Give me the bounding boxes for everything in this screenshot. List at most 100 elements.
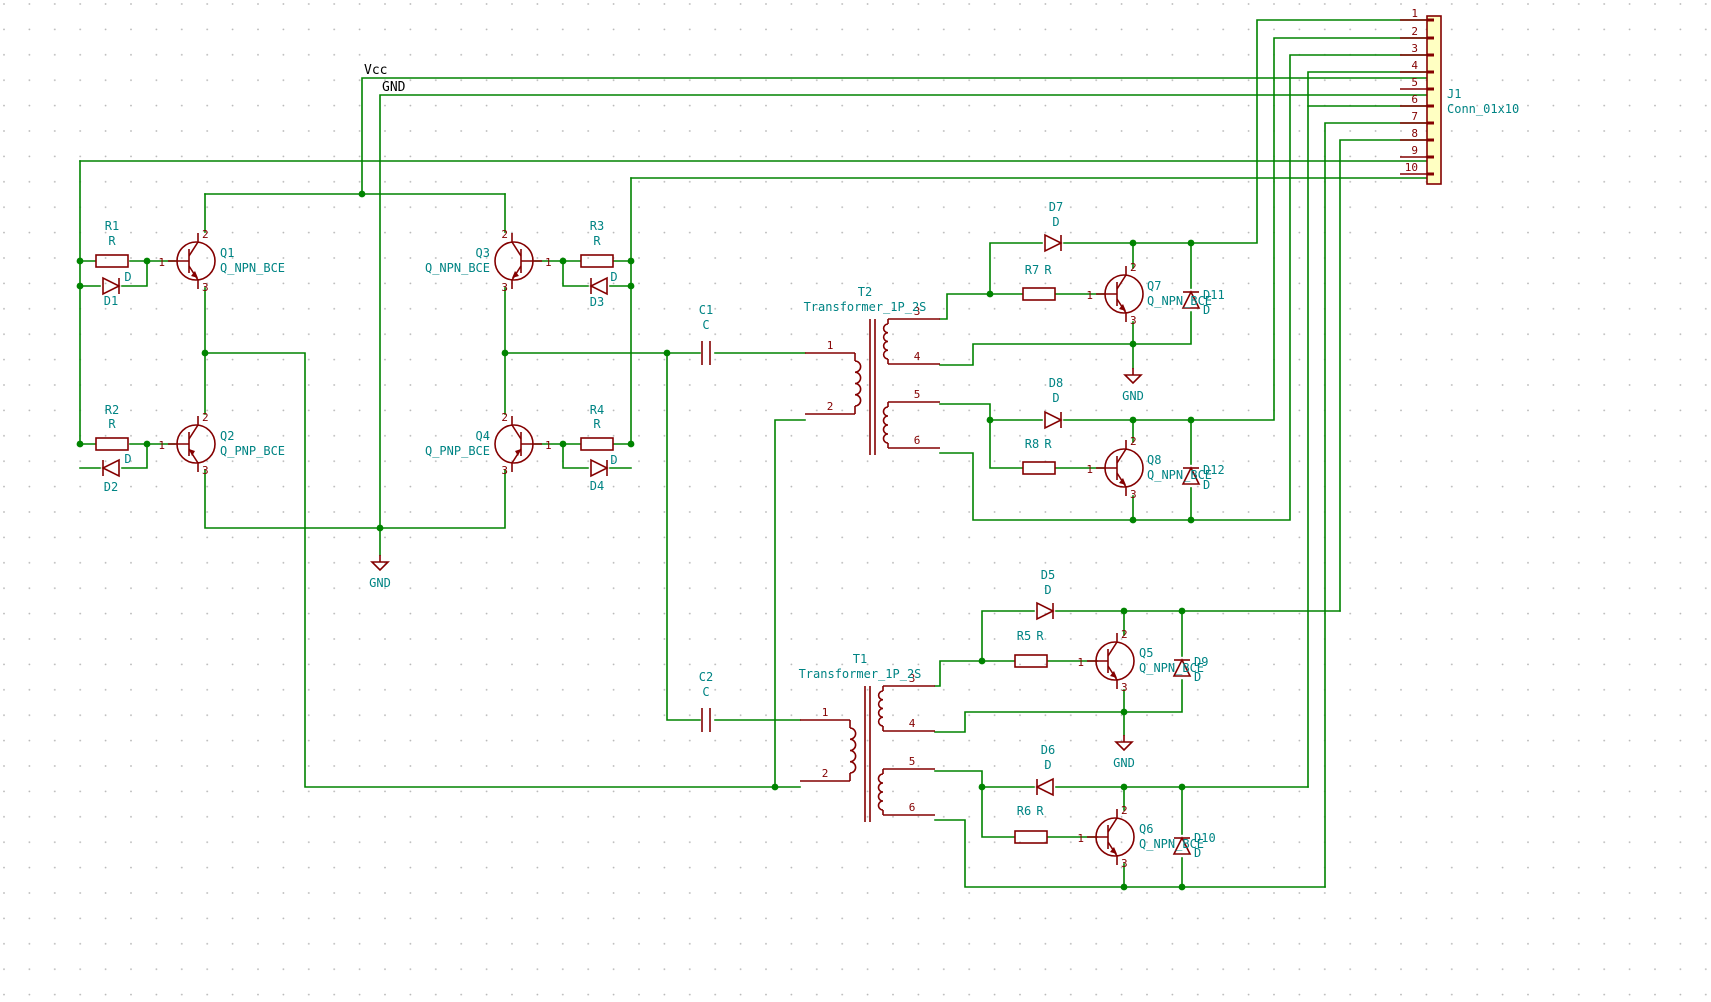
wire <box>989 242 1043 295</box>
pin-number: 2 <box>202 228 209 241</box>
junction-dot <box>559 257 567 265</box>
diode-ref: D4 <box>590 479 604 493</box>
transistor-ref: Q7 <box>1147 279 1161 293</box>
junction-dot <box>663 349 671 357</box>
net-label-gnd: GND <box>382 80 406 95</box>
wire <box>934 770 983 788</box>
junction-dot <box>1129 340 1137 348</box>
capacitor-c1: C1C <box>699 303 713 365</box>
capacitor-ref: C1 <box>699 303 713 317</box>
pin-number: 4 <box>914 350 921 363</box>
conn-pin7-wire <box>1324 122 1428 888</box>
gnd-label: GND <box>1122 389 1144 403</box>
junction-dot <box>143 440 151 448</box>
resistor-ref: R3 <box>590 219 604 233</box>
connector-pin-number: 8 <box>1411 127 1418 140</box>
resistor-ref: R5 <box>1017 629 1031 643</box>
capacitor-value: C <box>702 685 709 699</box>
wire <box>989 419 1023 469</box>
wire <box>562 443 589 469</box>
transistor-value: Q_NPN_BCE <box>1139 837 1204 851</box>
resistor-r2: R2R <box>95 403 129 451</box>
conn-pin2-wire <box>1063 37 1428 421</box>
junction-dot <box>76 440 84 448</box>
pin-number: 2 <box>1130 435 1137 448</box>
transistor-ref: Q1 <box>220 246 234 260</box>
diode-d4: D4D <box>590 453 618 493</box>
pin-number: 1 <box>1077 656 1084 669</box>
junction-dot <box>1120 883 1128 891</box>
transistor-value: Q_NPN_BCE <box>425 261 490 275</box>
transistor-value: Q_NPN_BCE <box>1147 468 1212 482</box>
transistor-ref: Q3 <box>476 246 490 260</box>
resistor-ref: R1 <box>105 219 119 233</box>
junction-dot <box>1129 416 1137 424</box>
diode-d3: D3D <box>589 270 618 309</box>
conn-pin1-wire <box>1063 19 1428 244</box>
diode-d9: D9D <box>1172 655 1208 684</box>
conn-pin4-wire <box>1307 71 1428 788</box>
diode-ref: D12 <box>1203 463 1225 477</box>
pin-number: 2 <box>827 400 834 413</box>
pin-number: 6 <box>909 801 916 814</box>
resistor-ref: R2 <box>105 403 119 417</box>
junction-dot <box>1178 607 1186 615</box>
transistor-value: Q_NPN_BCE <box>1139 661 1204 675</box>
connector-pin-number: 7 <box>1411 110 1418 123</box>
diode-ref: D10 <box>1194 831 1216 845</box>
junction-dot <box>1120 783 1128 791</box>
diode-ref: D9 <box>1194 655 1208 669</box>
diode-d8: D8D <box>1044 376 1063 430</box>
resistor-ref: R7 <box>1025 263 1039 277</box>
junction-dot <box>76 257 84 265</box>
capacitor-value: C <box>702 318 709 332</box>
transformer-ref: T2 <box>858 285 872 299</box>
diode-ref: D8 <box>1049 376 1063 390</box>
resistor-r3: R3R <box>580 219 614 268</box>
diode-d7: D7D <box>1044 200 1063 253</box>
wire <box>562 260 589 287</box>
pin-number: 3 <box>1130 314 1137 327</box>
transistor-value: Q_PNP_BCE <box>425 444 490 458</box>
resistor-value: R <box>1044 437 1052 451</box>
wire <box>934 819 1326 888</box>
wire <box>981 786 1015 838</box>
diode-value: D <box>1044 758 1051 772</box>
vcc-wire <box>361 77 1428 195</box>
junction-dot <box>376 524 384 532</box>
diode-value: D <box>1203 303 1210 317</box>
pin-number: 5 <box>914 388 921 401</box>
resistor-value: R <box>1036 629 1044 643</box>
gnd-symbol: GND <box>369 555 391 590</box>
wire <box>774 419 806 788</box>
conn-pin8-wire <box>1339 139 1428 612</box>
resistor-value: R <box>1036 804 1044 818</box>
transistor-ref: Q4 <box>476 429 490 443</box>
resistor-ref: R8 <box>1025 437 1039 451</box>
pin-number: 3 <box>1121 681 1128 694</box>
resistor-value: R <box>108 234 116 248</box>
junction-dot <box>201 349 209 357</box>
junction-dot <box>627 257 635 265</box>
wire <box>666 352 701 721</box>
resistor-r8: R8 R <box>1022 437 1056 475</box>
junction-dot <box>978 783 986 791</box>
wire <box>981 610 1035 662</box>
pin-number: 5 <box>909 755 916 768</box>
connector-value: Conn_01x10 <box>1447 102 1519 116</box>
gnd-label: GND <box>369 576 391 590</box>
diode-value: D <box>1194 670 1201 684</box>
pin-number: 2 <box>501 228 508 241</box>
pin-number: 1 <box>822 706 829 719</box>
resistor-r5: R5 R <box>1014 629 1048 668</box>
